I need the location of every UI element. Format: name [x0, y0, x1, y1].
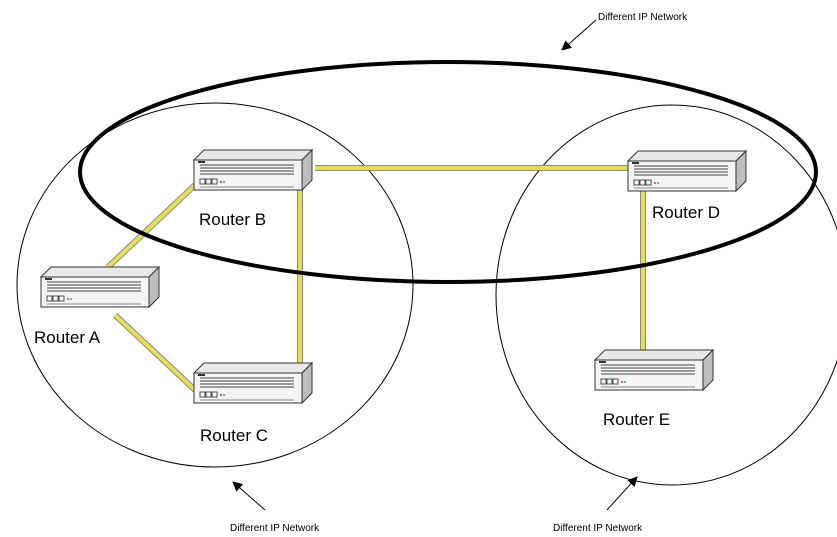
router-d-icon	[627, 150, 747, 192]
router-a-label: Router A	[34, 328, 101, 347]
link-a-b	[105, 182, 198, 270]
network-left-ellipse	[16, 102, 414, 468]
link-a-c	[112, 312, 198, 393]
router-a-icon	[40, 266, 160, 308]
network-arrow-bottom-right	[606, 476, 638, 511]
links	[105, 165, 646, 393]
network-arrow-top	[561, 19, 597, 51]
network-arrow-bottom-left	[232, 481, 266, 511]
network-label-top: Different IP Network	[598, 12, 688, 23]
network-label-bottom-right: Different IP Network	[553, 523, 643, 534]
router-c-icon	[193, 362, 313, 404]
network-top-ellipse	[78, 60, 818, 284]
router-e-icon	[594, 349, 714, 391]
router-b-label: Router B	[199, 210, 266, 229]
router-d-label: Router D	[652, 203, 720, 222]
router-b-icon	[193, 149, 313, 191]
router-c-label: Router C	[200, 426, 268, 445]
router-e-label: Router E	[603, 410, 670, 429]
network-right-ellipse	[495, 104, 837, 486]
network-label-bottom-left: Different IP Network	[230, 523, 320, 534]
